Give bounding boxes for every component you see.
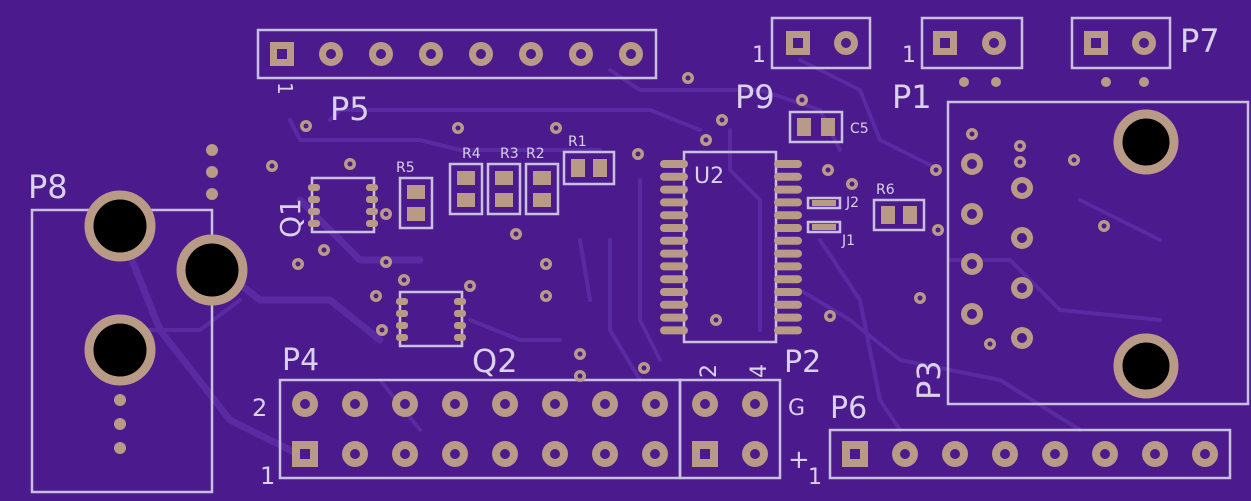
resistor-r5: R5 bbox=[396, 160, 434, 230]
label-p9: P9 bbox=[735, 78, 775, 116]
label-r1: R1 bbox=[568, 134, 587, 150]
header-p9: 1 P9 bbox=[735, 16, 872, 116]
capacitor-c5: C5 bbox=[788, 110, 869, 144]
label-p2-pin4: 4 bbox=[747, 364, 772, 378]
label-p4: P4 bbox=[282, 343, 319, 378]
resistor-r6: R6 bbox=[872, 182, 926, 232]
jumper-j2: J2 bbox=[806, 195, 859, 211]
label-p5-pin1: 1 bbox=[273, 82, 297, 95]
vias bbox=[266, 72, 1110, 382]
chip-q2: Q2 bbox=[396, 290, 518, 380]
label-p3: P3 bbox=[910, 360, 948, 400]
label-r2: R2 bbox=[526, 146, 545, 162]
resistor-r1: R1 bbox=[562, 134, 616, 186]
label-p1: P1 bbox=[892, 78, 932, 116]
header-p4: P4 2 1 bbox=[252, 343, 682, 490]
label-p5: P5 bbox=[330, 90, 370, 128]
resistor-r3: R3 bbox=[486, 146, 522, 216]
resistor-r4: R4 bbox=[448, 146, 484, 216]
label-p6: P6 bbox=[830, 391, 867, 426]
label-p6-plus: + bbox=[788, 445, 810, 475]
connector-p8: P8 bbox=[28, 144, 248, 494]
label-p1-pin1: 1 bbox=[902, 43, 916, 68]
label-p2: P2 bbox=[784, 345, 821, 380]
label-u2: U2 bbox=[694, 164, 724, 189]
label-r4: R4 bbox=[462, 146, 481, 162]
label-p6-g: G bbox=[788, 396, 805, 421]
label-j2: J2 bbox=[845, 195, 859, 211]
resistor-r2: R2 bbox=[524, 146, 560, 216]
label-c5: C5 bbox=[850, 121, 869, 137]
label-q1: Q1 bbox=[274, 198, 307, 238]
copper-traces bbox=[116, 58, 1162, 459]
label-p4-pin2: 2 bbox=[252, 394, 267, 422]
header-p7: P7 bbox=[1070, 16, 1220, 87]
label-p7: P7 bbox=[1180, 22, 1220, 60]
chip-q1: Q1 bbox=[274, 176, 378, 238]
label-p8: P8 bbox=[28, 168, 68, 206]
label-r3: R3 bbox=[500, 146, 519, 162]
header-p2: P2 2 4 bbox=[678, 345, 821, 480]
jumper-j1: J1 bbox=[806, 220, 855, 249]
header-p6: P6 G + 1 bbox=[788, 391, 1232, 490]
header-p1: 1 P1 bbox=[892, 16, 1024, 116]
label-j1: J1 bbox=[841, 233, 855, 249]
chip-u2: U2 bbox=[660, 150, 802, 344]
header-p5: 1 P5 bbox=[256, 28, 658, 128]
label-p6-pin1: 1 bbox=[808, 465, 822, 490]
label-p4-pin1: 1 bbox=[260, 462, 275, 490]
label-r6: R6 bbox=[876, 182, 895, 198]
label-q2: Q2 bbox=[472, 342, 518, 380]
connector-p3: P3 bbox=[910, 100, 1250, 406]
label-p9-pin1: 1 bbox=[752, 43, 766, 68]
label-r5: R5 bbox=[396, 160, 415, 176]
label-p2-pin2: 2 bbox=[697, 364, 722, 378]
